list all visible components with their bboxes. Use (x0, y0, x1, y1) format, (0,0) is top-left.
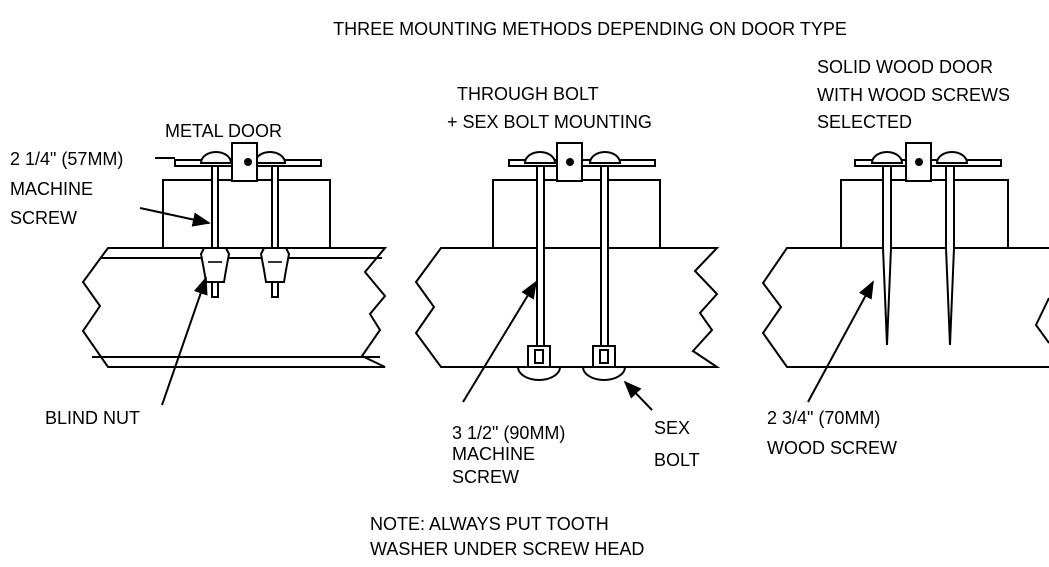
arrow-wood-screw (807, 280, 874, 403)
label-70mm-line1: 2 3/4" (70MM) (767, 408, 880, 428)
lock-mount-block-3 (840, 179, 1009, 249)
panel-metal-door: METAL DOOR 2 1/4" (57MM) MACHINE SCREW (10, 121, 388, 428)
screw-tail-left-1 (211, 281, 219, 298)
lock-mount-block-1 (162, 179, 331, 249)
machine-screw-left-1 (211, 165, 219, 249)
arrow-blind-nut (161, 276, 208, 406)
label-90mm-line3: SCREW (452, 467, 519, 487)
wood-heading-3: SELECTED (817, 112, 912, 132)
arrow-sex-bolt (623, 380, 653, 411)
screw-tail-right-1 (271, 281, 279, 298)
sex-bolt-head-left (517, 366, 561, 381)
wood-door-slab (761, 247, 1049, 368)
panel-through-bolt: THROUGH BOLT + SEX BOLT MOUNTING 3 1/2" … (414, 84, 721, 487)
wood-screw-right (945, 165, 955, 346)
screw-head-left-3 (870, 151, 904, 164)
through-screw-right (600, 165, 609, 347)
metal-door-heading: METAL DOOR (165, 121, 282, 141)
wood-door-break (1034, 297, 1049, 344)
sex-bolt-bore-right (599, 349, 609, 364)
arrow-machine-screw-1 (139, 207, 211, 227)
label-90mm-line2: MACHINE (452, 444, 535, 464)
note-line2: WASHER UNDER SCREW HEAD (370, 539, 644, 559)
screw-head-right-2 (588, 151, 622, 164)
blind-nut-right (259, 247, 291, 283)
through-bolt-door-slab (414, 247, 721, 368)
label-57mm-line2: MACHINE (10, 179, 93, 199)
arrow-machine-screw-2 (462, 280, 537, 403)
through-bolt-heading-2: + SEX BOLT MOUNTING (447, 112, 652, 132)
wood-screw-left (882, 165, 892, 346)
through-bolt-heading-1: THROUGH BOLT (457, 84, 599, 104)
screw-head-right-3 (935, 151, 969, 164)
blind-nut-left (199, 247, 231, 283)
screw-head-left-2 (523, 151, 557, 164)
sex-bolt-head-right (582, 366, 626, 381)
machine-screw-right-1 (271, 165, 279, 249)
diagram-title: THREE MOUNTING METHODS DEPENDING ON DOOR… (333, 19, 847, 39)
wood-heading-2: WITH WOOD SCREWS (817, 85, 1010, 105)
wood-heading-1: SOLID WOOD DOOR (817, 57, 993, 77)
screw-head-right-1 (253, 151, 287, 164)
label-sex-line1: SEX (654, 418, 690, 438)
panel-solid-wood: SOLID WOOD DOOR WITH WOOD SCREWS SELECTE… (761, 57, 1049, 458)
sex-bolt-bore-left (534, 349, 544, 364)
through-screw-left (536, 165, 545, 347)
label-70mm-line2: WOOD SCREW (767, 438, 897, 458)
tab-hole-2 (566, 158, 574, 166)
tab-hole-1 (244, 158, 252, 166)
tab-hole-3 (915, 158, 923, 166)
lock-mount-block-2 (492, 179, 661, 249)
note-line1: NOTE: ALWAYS PUT TOOTH (370, 514, 609, 534)
label-sex-line2: BOLT (654, 450, 700, 470)
label-57mm-line1: 2 1/4" (57MM) (10, 149, 123, 169)
screw-head-left-1 (199, 151, 233, 164)
metal-door-slab (81, 247, 388, 368)
label-90mm-line1: 3 1/2" (90MM) (452, 423, 565, 443)
label-57mm-line3: SCREW (10, 208, 77, 228)
label-blind-nut: BLIND NUT (45, 408, 140, 428)
